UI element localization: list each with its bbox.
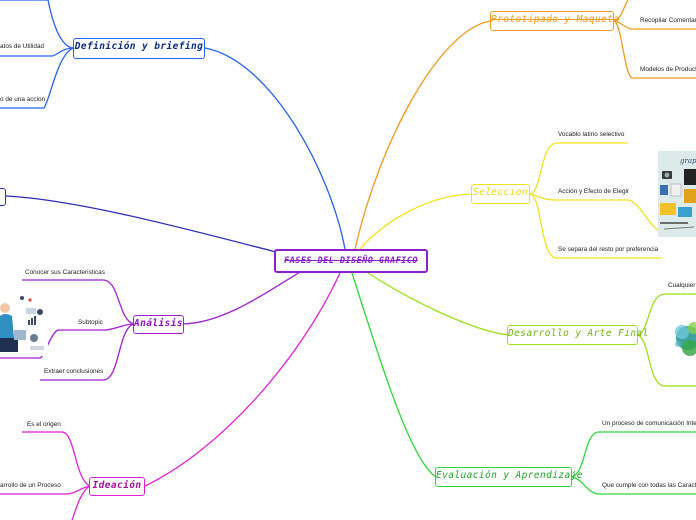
subtopic-es-el-origen[interactable]: Es el origen — [27, 421, 61, 428]
central-topic[interactable]: FASES DEL DISEÑO GRAFICO — [274, 249, 428, 273]
topic-offscreen[interactable] — [0, 188, 6, 206]
subtopic-accion[interactable]: o de una accion — [0, 96, 46, 103]
subtopic-conocer-caracteristicas[interactable]: Conocer sus Caracteristicas — [25, 269, 105, 276]
analysis-illustration — [0, 290, 48, 356]
connector-offscreen — [5, 195, 281, 254]
connector-definicion — [204, 47, 346, 250]
subtopic-cumple-caracteristicas[interactable]: Que cumple con todas las Caracte — [602, 482, 696, 489]
topic-seleccion[interactable]: Seleccion — [471, 184, 530, 204]
connector-seleccion — [359, 193, 473, 250]
connector-evaluacion — [351, 272, 437, 478]
topic-definicion-briefing[interactable]: Definición y briefing — [73, 38, 205, 59]
subtopic-extraer-conclusiones[interactable]: Extraer conclusiones — [44, 368, 104, 375]
svg-text:graph: graph — [680, 157, 696, 165]
topic-desarrollo-arte-final[interactable]: Desarrollo y Arte Final — [507, 325, 648, 345]
topic-analisis[interactable]: Análisis — [133, 315, 184, 334]
watercolor-splash-illustration — [675, 322, 696, 356]
connector-prototipado — [354, 20, 491, 250]
connector-analisis — [182, 271, 301, 325]
topic-prototipado-maqueta[interactable]: Prototipado y Maqueta — [490, 11, 619, 31]
connector-desarrollo — [367, 272, 509, 336]
subtopic-cualquier[interactable]: Cualquier — [668, 282, 696, 289]
subtopic-desarrollo-proceso[interactable]: arrollo de un Proceso — [0, 482, 61, 489]
subtopic-vocablo-latino[interactable]: Vocablo latino selectivo — [558, 131, 625, 138]
topic-ideacion[interactable]: Ideación — [89, 477, 145, 496]
subtopic-modelos-producto[interactable]: Modelos de Producto — [640, 66, 696, 73]
subtopic-accion-elegir[interactable]: Acción y Efecto de Elegir — [558, 188, 630, 195]
connector-ideacion — [144, 272, 341, 487]
subtopic-separa-preferencia[interactable]: Se separa del resto por preferencia — [558, 246, 659, 253]
subtopic-subtopic[interactable]: Subtopic — [78, 319, 103, 326]
subtopic-recopilar-comentarios[interactable]: Recopilar Comentari — [640, 17, 696, 24]
subtopic-proceso-comunicacion[interactable]: Un proceso de comunicación Inter — [602, 420, 696, 427]
graphic-design-tools-illustration: graph — [658, 151, 696, 237]
subtopic-datos-utilidad[interactable]: atos de Utilidad — [0, 43, 45, 50]
topic-evaluacion-aprendizaje[interactable]: Evaluación y Aprendizaje — [435, 467, 582, 487]
